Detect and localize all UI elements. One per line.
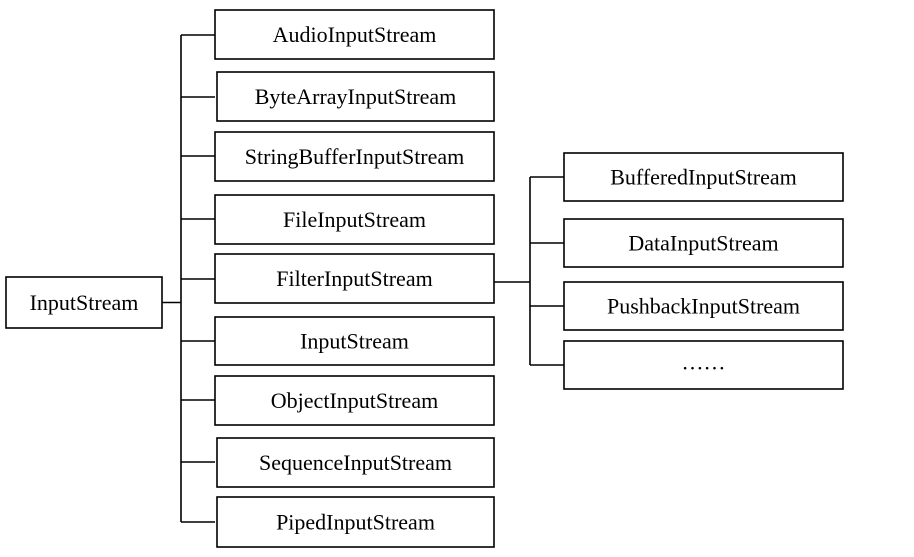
child-node-object: ObjectInputStream: [214, 375, 495, 426]
child-node-label: ByteArrayInputStream: [255, 84, 457, 109]
child-node-label: AudioInputStream: [273, 22, 437, 47]
filter-child-label: BufferedInputStream: [610, 165, 797, 190]
child-node-file: FileInputStream: [214, 194, 495, 245]
child-node-audio: AudioInputStream: [214, 9, 495, 60]
child-node-stringbuffer: StringBufferInputStream: [214, 131, 495, 182]
child-node-label: StringBufferInputStream: [245, 144, 465, 169]
child-node-inputstream: InputStream: [214, 316, 495, 366]
root-connectors: [162, 34, 215, 523]
child-node-label: SequenceInputStream: [259, 450, 452, 475]
root-node: InputStream: [5, 276, 163, 329]
child-node-bytearray: ByteArrayInputStream: [216, 71, 495, 122]
filter-child-pushback: PushbackInputStream: [563, 281, 844, 331]
child-node-sequence: SequenceInputStream: [216, 437, 495, 488]
filter-child-label: PushbackInputStream: [607, 294, 800, 319]
filter-connectors: [494, 176, 564, 366]
filter-child-label: ……: [682, 350, 726, 375]
child-node-piped: PipedInputStream: [216, 496, 495, 548]
filter-child-buffered: BufferedInputStream: [563, 152, 844, 202]
filter-child-label: DataInputStream: [628, 231, 778, 256]
root-node-label: InputStream: [30, 290, 139, 315]
child-node-label: FileInputStream: [283, 207, 426, 232]
child-node-filter: FilterInputStream: [214, 253, 495, 304]
filter-child-data: DataInputStream: [563, 218, 844, 268]
child-node-label: ObjectInputStream: [271, 388, 438, 413]
child-node-label: PipedInputStream: [276, 510, 435, 535]
child-node-label: FilterInputStream: [276, 266, 432, 291]
filter-child-ellipsis: ……: [563, 340, 844, 390]
child-node-label: InputStream: [300, 329, 409, 354]
